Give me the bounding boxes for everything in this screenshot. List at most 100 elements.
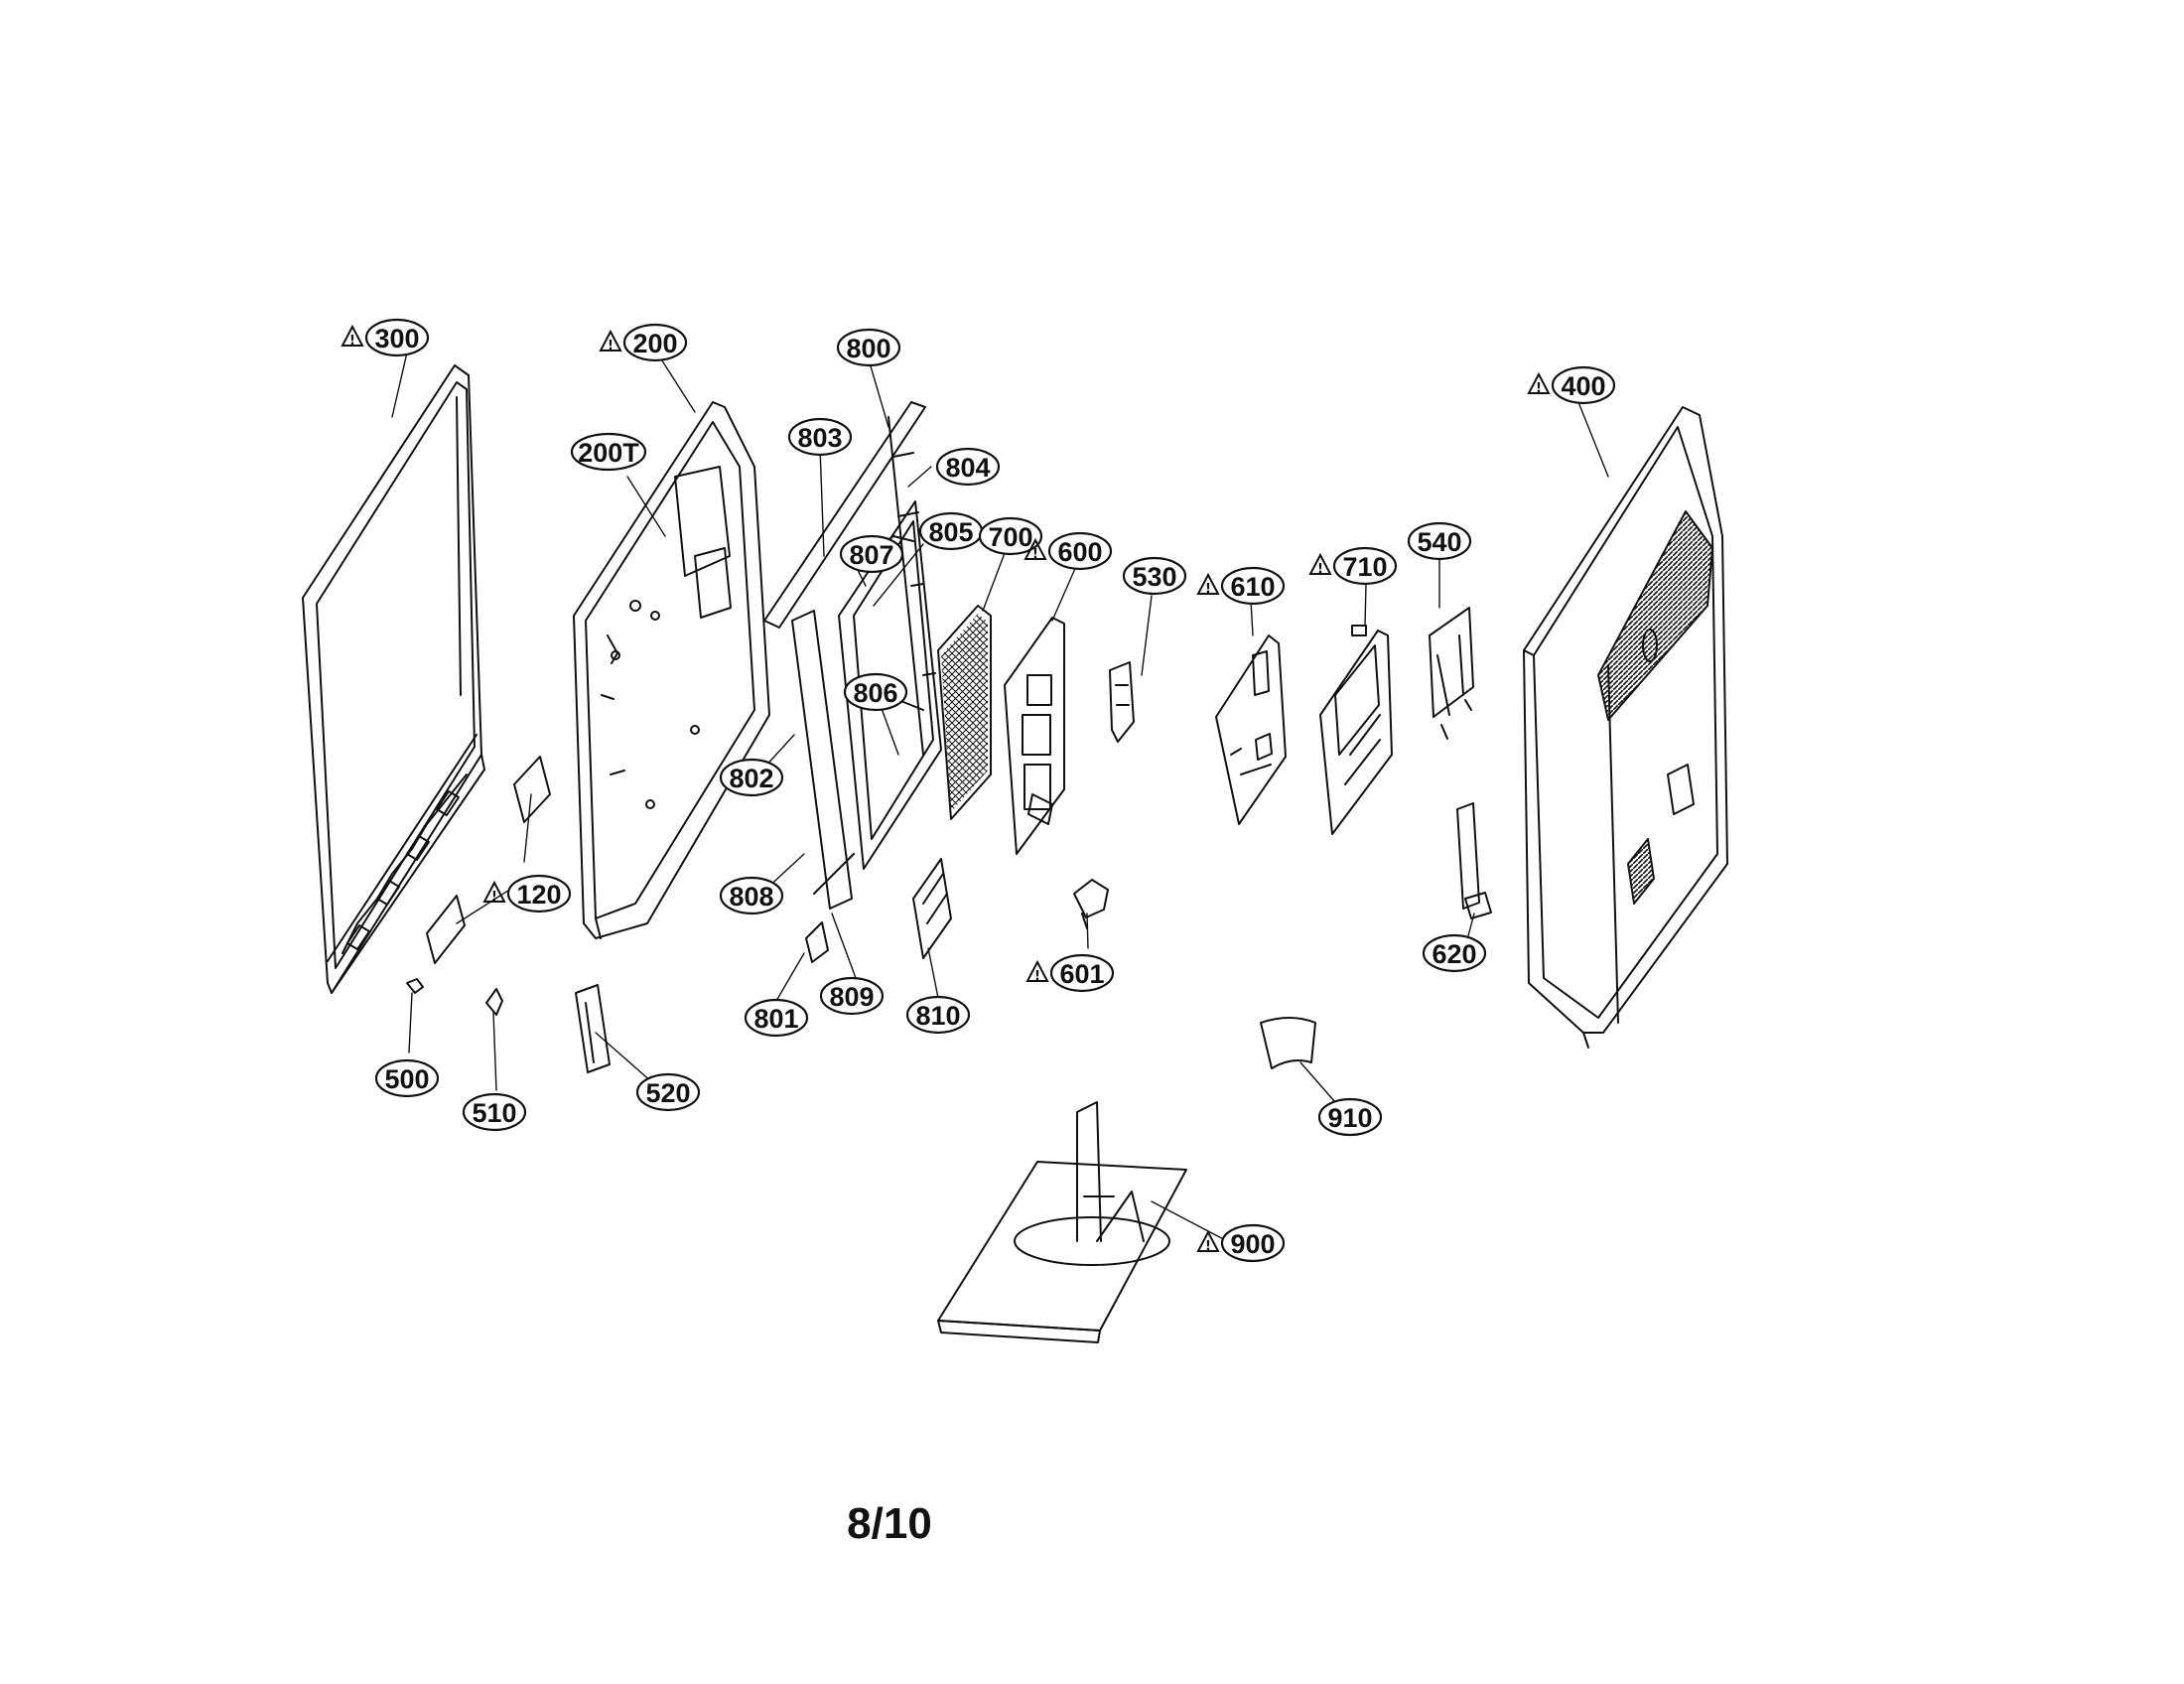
callout-601: 601! — [1025, 953, 1115, 993]
bracket-620-part — [1457, 803, 1491, 918]
page-number: 8/10 — [847, 1499, 932, 1548]
callout-oval — [935, 447, 1001, 487]
callout-number: 400 — [1561, 371, 1605, 401]
callout-number: 600 — [1057, 537, 1102, 567]
callout-810: 810 — [905, 995, 971, 1035]
warning-triangle-icon — [1308, 552, 1332, 575]
callout-oval — [374, 1058, 440, 1098]
warning-exclamation-icon: ! — [608, 339, 614, 353]
callout-number: 610 — [1230, 572, 1275, 602]
callout-805: 805 — [918, 511, 984, 551]
leader-lines — [391, 351, 1609, 1244]
callout-910: 910 — [1317, 1097, 1383, 1137]
callout-800: 800 — [836, 328, 901, 367]
callout-number: 805 — [928, 517, 973, 547]
callout-oval — [1220, 1223, 1286, 1263]
callout-oval — [1047, 531, 1113, 571]
warning-exclamation-icon: ! — [491, 890, 497, 905]
warning-triangle-icon — [1527, 371, 1551, 394]
callout-number: 530 — [1132, 562, 1176, 592]
callout-809: 809 — [819, 976, 885, 1016]
callout-number: 300 — [374, 324, 419, 353]
callout-number: 510 — [472, 1098, 516, 1128]
callout-oval — [1220, 566, 1286, 606]
callout-oval — [836, 328, 901, 367]
callout-number: 910 — [1327, 1103, 1372, 1133]
callout-number: 700 — [988, 522, 1032, 552]
callout-number: 809 — [829, 982, 874, 1012]
callout-number: 500 — [384, 1064, 429, 1094]
callout-710: 710! — [1308, 546, 1398, 586]
callout-620: 620 — [1422, 933, 1487, 973]
callout-oval — [462, 1092, 527, 1132]
callout-number: 120 — [516, 880, 561, 910]
callout-200t: 200T — [570, 432, 647, 472]
callout-801: 801 — [744, 998, 809, 1038]
callout-500: 500 — [374, 1058, 440, 1098]
callout-oval — [905, 995, 971, 1035]
callout-number: 804 — [945, 453, 990, 483]
warning-triangle-icon — [1024, 537, 1047, 560]
warning-triangle-icon — [1196, 1229, 1220, 1252]
front-bezel-part — [303, 365, 484, 993]
callout-520: 520 — [635, 1072, 701, 1112]
callout-number: 810 — [915, 1001, 960, 1031]
hinge-clip-910 — [1261, 1018, 1315, 1068]
callout-number: 801 — [753, 1004, 798, 1034]
warning-exclamation-icon: ! — [1205, 1239, 1211, 1254]
callout-number: 800 — [846, 334, 890, 363]
callout-200: 200! — [599, 323, 688, 362]
callout-oval — [819, 976, 885, 1016]
bracket-530-part — [1110, 662, 1134, 742]
callout-400: 400! — [1527, 365, 1616, 405]
warning-exclamation-icon: ! — [1317, 562, 1323, 577]
warning-exclamation-icon: ! — [1032, 547, 1038, 562]
callout-number: 620 — [1432, 939, 1476, 969]
power-board-part — [1005, 618, 1064, 854]
back-cover-part — [1524, 407, 1727, 1048]
signal-board-part — [1320, 626, 1392, 834]
callout-number: 808 — [729, 882, 773, 912]
callout-540: 540 — [1407, 521, 1472, 561]
callout-number: 710 — [1342, 552, 1387, 582]
callout-number: 803 — [797, 423, 842, 453]
callout-oval — [635, 1072, 701, 1112]
warning-triangle-icon — [1025, 959, 1049, 982]
callout-oval — [978, 516, 1043, 556]
callout-oval — [622, 323, 688, 362]
callout-oval — [787, 417, 853, 457]
callout-number: 601 — [1059, 959, 1104, 989]
callout-610: 610! — [1196, 566, 1286, 606]
callout-807: 807 — [839, 534, 904, 574]
lcd-module-part — [574, 402, 769, 938]
main-board-part — [1216, 635, 1286, 824]
callout-oval — [719, 876, 784, 915]
callout-number: 540 — [1417, 527, 1461, 557]
warning-triangle-icon — [482, 880, 506, 903]
callout-300: 300! — [341, 318, 430, 357]
callout-804: 804 — [935, 447, 1001, 487]
callout-oval — [744, 998, 809, 1038]
warning-triangle-icon — [1196, 572, 1220, 595]
callout-oval — [839, 534, 904, 574]
callout-number: 520 — [645, 1078, 690, 1108]
callout-808: 808 — [719, 876, 784, 915]
callout-806: 806 — [843, 672, 908, 712]
callout-number: 200T — [578, 438, 639, 468]
callout-number: 807 — [849, 540, 893, 570]
warning-exclamation-icon: ! — [349, 334, 355, 349]
callout-oval — [1122, 556, 1187, 596]
callout-oval — [843, 672, 908, 712]
warning-triangle-icon — [599, 329, 622, 351]
callout-510: 510 — [462, 1092, 527, 1132]
callout-oval — [1551, 365, 1616, 405]
callout-number: 200 — [632, 329, 677, 358]
callout-530: 530 — [1122, 556, 1187, 596]
callout-oval — [719, 758, 784, 797]
callout-oval — [1332, 546, 1398, 586]
callout-number: 900 — [1230, 1229, 1275, 1259]
mesh-shield-part — [938, 606, 991, 819]
callout-number: 802 — [729, 764, 773, 793]
